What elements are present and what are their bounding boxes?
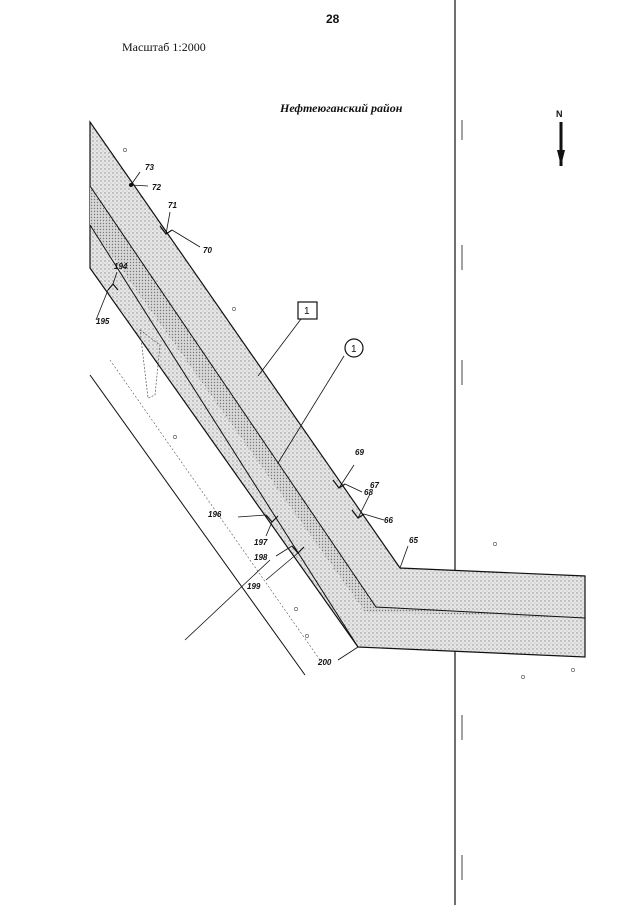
- north-label: N: [556, 109, 563, 119]
- point-label: 195: [96, 317, 110, 326]
- point-label: 199: [247, 582, 261, 591]
- leader-lines: [95, 171, 409, 661]
- point-label: 71: [168, 201, 177, 210]
- north-arrow: N: [556, 109, 565, 166]
- point-label: 70: [203, 246, 212, 255]
- callout-box: [297, 301, 318, 320]
- point-label: 66: [384, 516, 393, 525]
- land-plot-area: [89, 120, 586, 658]
- point-label: 198: [254, 553, 268, 562]
- callout-box-label: 1: [304, 306, 310, 317]
- boundary-line-inner: [89, 185, 586, 619]
- callout-circle-label: 1: [351, 344, 357, 355]
- callout-leader-circle: [277, 355, 345, 464]
- point-label: 72: [152, 183, 161, 192]
- page-number: 28: [326, 12, 340, 26]
- callout-leader-box: [257, 318, 302, 377]
- dimension-line: [184, 559, 271, 641]
- point-label: 200: [317, 658, 332, 667]
- survey-marks: [123, 148, 575, 679]
- point-label: 197: [254, 538, 268, 547]
- point-label: 67: [370, 481, 379, 490]
- point-72-marker: [129, 183, 133, 187]
- boundary-line-inner-2: [89, 224, 359, 648]
- scale-label: Масштаб 1:2000: [122, 40, 206, 54]
- point-label: 68: [364, 488, 373, 497]
- offset-line-dashed: [109, 359, 321, 661]
- hatched-strip: [139, 329, 161, 399]
- district-label: Нефтеюганский район: [280, 101, 403, 115]
- point-label: 194: [114, 262, 128, 271]
- callout-circle: [344, 338, 364, 358]
- point-label: 196: [208, 510, 222, 519]
- point-label: 69: [355, 448, 364, 457]
- point-label: 73: [145, 163, 154, 172]
- offset-line: [89, 374, 306, 676]
- point-label: 65: [409, 536, 418, 545]
